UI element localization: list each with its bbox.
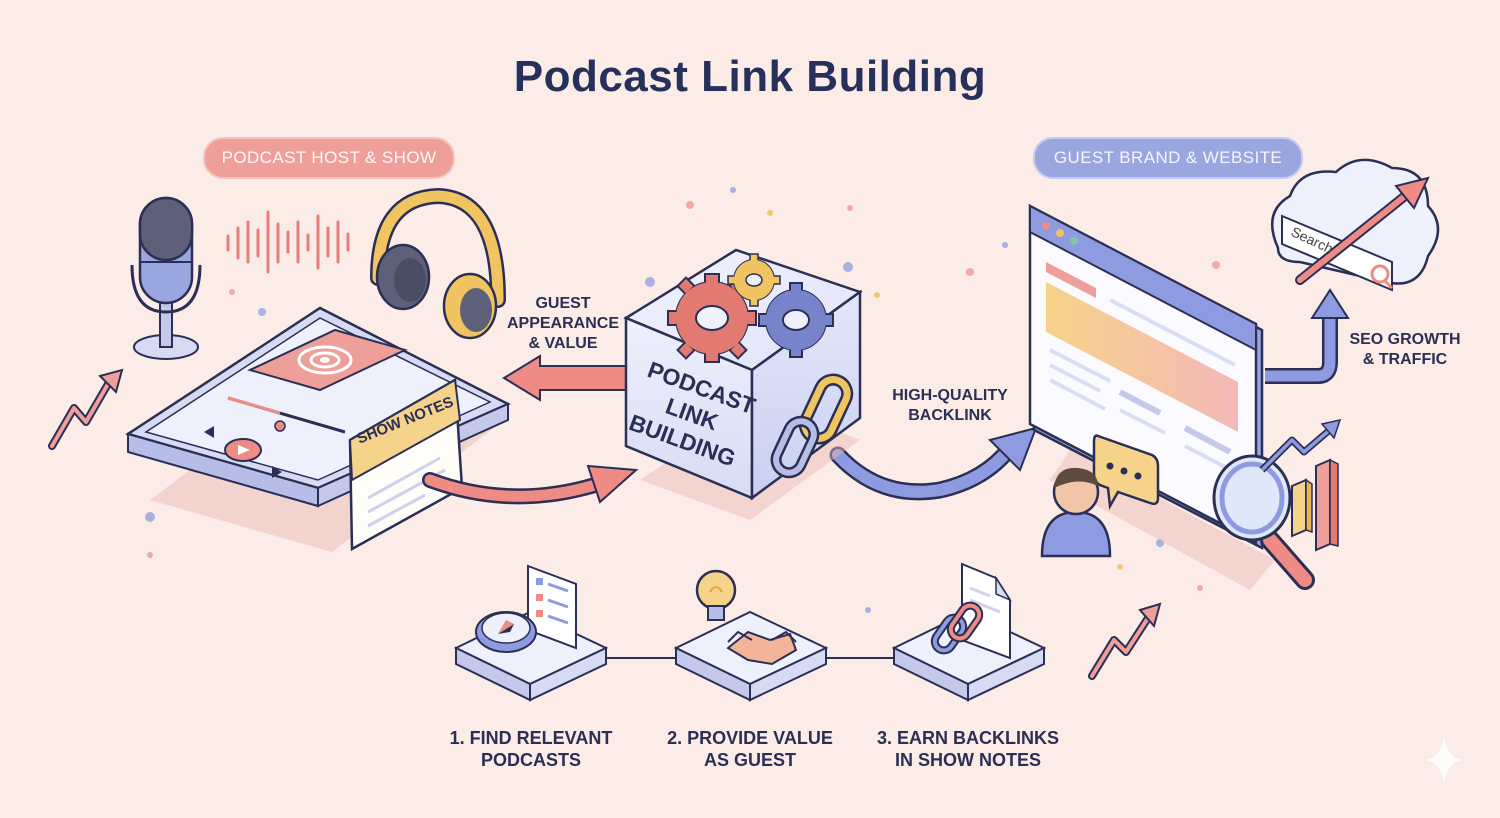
headphones-icon (370, 187, 506, 340)
bar-chart-icon (1259, 418, 1342, 552)
chain-link-icon (770, 373, 854, 479)
sparkle-icon (1426, 736, 1462, 784)
podcast-logo-icon (297, 345, 353, 375)
guest-appearance-label: GUEST APPEARANCE & VALUE (506, 295, 619, 352)
lightbulb-handshake-icon (695, 569, 798, 666)
step-3-label: 3. EARN BACKLINKS IN SHOW NOTES (876, 728, 1059, 770)
chat-bubble-icon (1092, 434, 1160, 510)
page-title: Podcast Link Building (513, 52, 987, 101)
compass-checklist-icon (475, 564, 577, 653)
backlink-label: HIGH-QUALITY BACKLINK (892, 387, 1008, 424)
person-avatar-icon (1040, 467, 1112, 558)
sound-wave-icon (226, 210, 350, 274)
guest-appearance-arrow (502, 354, 627, 402)
step-2-label: 2. PROVIDE VALUE AS GUEST (667, 728, 833, 770)
document-link-icon (930, 562, 1012, 660)
seo-growth-label: SEO GROWTH & TRAFFIC (1349, 331, 1461, 368)
microphone-icon (130, 196, 202, 360)
browser-window (1028, 203, 1275, 590)
guest-brand-section-label: GUEST BRAND & WEBSITE (1033, 137, 1303, 179)
player-controls (204, 426, 282, 478)
step-1-label: 1. FIND RELEVANT PODCASTS (449, 728, 613, 770)
podcast-host-section-label: PODCAST HOST & SHOW (203, 137, 455, 179)
show-notes-to-cube-arrow (422, 464, 639, 505)
growth-arrow-icon (1295, 176, 1430, 285)
small-trend-arrow-icon (1088, 602, 1162, 680)
step-3-platform (891, 610, 1047, 702)
magnifier-icon (1212, 454, 1315, 590)
gears-icon (667, 253, 834, 363)
backlink-arrow (829, 426, 1038, 501)
seo-arrow (1265, 288, 1350, 384)
decorative-dots (145, 187, 1220, 613)
trend-arrow-icon (48, 368, 124, 450)
